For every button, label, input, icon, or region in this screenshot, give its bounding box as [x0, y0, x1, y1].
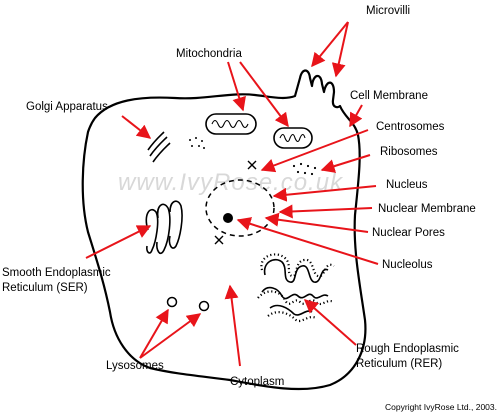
- label-lysosomes: Lysosomes: [106, 360, 164, 372]
- label-rer-line1: Rough Endoplasmic: [356, 343, 459, 355]
- arrow-ser: [85, 225, 152, 259]
- vesicle-dots: [189, 137, 205, 149]
- cell-membrane-outline: [81, 69, 367, 391]
- label-ser-line1: Smooth Endoplasmic: [2, 267, 111, 279]
- arrow-microvilli-2: [331, 21, 349, 78]
- label-centrosomes: Centrosomes: [376, 121, 445, 133]
- arrow-centrosomes: [260, 129, 369, 173]
- rough-er: [261, 258, 329, 316]
- mitochondrion-2: [273, 127, 313, 149]
- label-nucleolus: Nucleolus: [382, 259, 433, 271]
- arrow-lysosome-2: [139, 313, 202, 359]
- nuclear-membrane: [205, 179, 275, 237]
- arrow-nucleolus: [236, 217, 379, 265]
- label-microvilli: Microvilli: [366, 5, 410, 17]
- label-nuclear-pores: Nuclear Pores: [372, 227, 445, 239]
- rer-ribosomes: [257, 253, 335, 322]
- pointer-arrows: [85, 21, 379, 367]
- arrow-golgi: [121, 115, 152, 139]
- arrow-microvilli-1: [311, 21, 349, 68]
- label-mitochondria: Mitochondria: [176, 48, 242, 60]
- label-nucleus: Nucleus: [386, 179, 428, 191]
- label-cell-membrane: Cell Membrane: [350, 90, 428, 102]
- label-rer-line2: Reticulum (RER): [356, 358, 442, 370]
- arrow-cytoplasm: [224, 284, 241, 367]
- label-nuclear-membrane: Nuclear Membrane: [378, 203, 476, 215]
- arrow-nucleus: [272, 185, 377, 202]
- label-golgi: Golgi Apparatus: [26, 101, 108, 113]
- label-ser-line2: Reticulum (SER): [2, 282, 88, 294]
- golgi-apparatus: [147, 131, 171, 163]
- mitochondrion-1: [205, 113, 257, 135]
- arrow-nuclear-membrane: [278, 204, 373, 219]
- label-ribosomes: Ribosomes: [380, 146, 438, 158]
- arrow-ribosomes: [320, 154, 371, 173]
- lysosome-1: [166, 296, 178, 308]
- arrow-nuclear-pores: [264, 212, 369, 233]
- nucleolus: [223, 213, 233, 223]
- arrow-rer: [303, 299, 357, 346]
- centrosome-marks: [214, 160, 257, 245]
- arrow-lysosome-1: [139, 308, 169, 359]
- arrow-membrane: [349, 104, 363, 128]
- lysosome-2: [198, 300, 210, 312]
- ribosome-dots: [292, 162, 317, 176]
- arrow-mito-1: [227, 61, 246, 112]
- label-cytoplasm: Cytoplasm: [230, 376, 284, 388]
- copyright-text: Copyright IvyRose Ltd., 2003.: [385, 402, 497, 412]
- arrow-mito-2: [239, 61, 289, 128]
- smooth-er: [145, 200, 183, 255]
